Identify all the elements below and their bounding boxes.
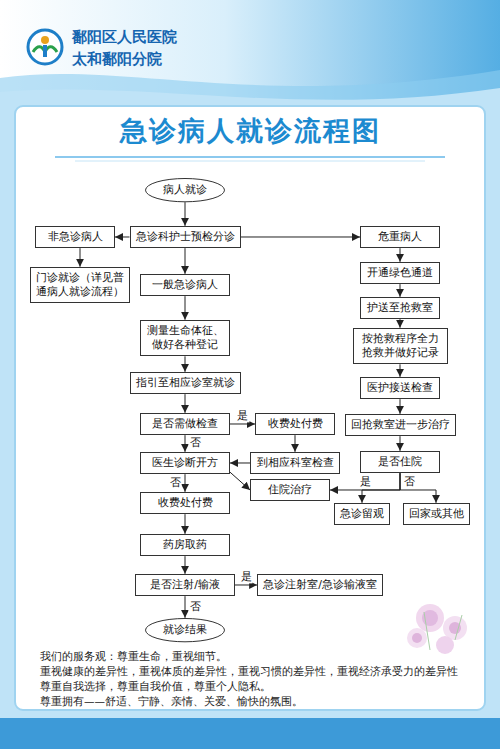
- footer-band: [0, 718, 500, 749]
- flow-arrow: [185, 474, 186, 492]
- flow-arrow: [400, 473, 436, 503]
- process-box: 到相应科室检查: [250, 452, 340, 474]
- edge-label: 是: [240, 570, 253, 583]
- node-text: 是否需做检查: [146, 417, 224, 431]
- process-box: 测量生命体征、做好各种登记: [140, 320, 230, 357]
- flow-arrow: [400, 248, 401, 262]
- node-text: 测量生命体征、做好各种登记: [146, 324, 224, 353]
- flow-arrow: [185, 248, 186, 274]
- terminal-ellipse: 病人就诊: [145, 178, 225, 202]
- flow-arrow: [295, 435, 296, 452]
- node-text: 急诊科护士预检分诊: [136, 230, 235, 244]
- node-text: 是否注射/输液: [141, 578, 229, 592]
- flow-arrow: [80, 248, 81, 267]
- flow-arrow: [235, 584, 257, 585]
- hospital-branch: 太和鄱阳分院: [72, 50, 162, 69]
- edge-label: 是: [359, 475, 372, 488]
- node-text: 危重病人: [366, 230, 434, 244]
- poster-title: 急诊病人就诊流程图: [0, 113, 500, 149]
- service-note: 尊重拥有——舒适、宁静、亲情、关爱、愉快的氛围。: [40, 695, 303, 709]
- process-box: 指引至相应诊室就诊: [130, 372, 241, 394]
- flow-arrow: [230, 462, 250, 463]
- process-box: 是否住院: [360, 451, 440, 473]
- node-text: 门诊就诊（详见普通病人就诊流程）: [36, 271, 124, 300]
- node-text: 急诊注射室/急诊输液室: [263, 578, 377, 592]
- edge-label: 是: [236, 409, 249, 422]
- edge-label: 否: [189, 600, 202, 613]
- process-box: 是否注射/输液: [135, 574, 235, 596]
- process-box: 门诊就诊（详见普通病人就诊流程）: [30, 267, 130, 304]
- service-note: 我们的服务观：尊重生命，重视细节。: [40, 650, 227, 664]
- hospital-name: 鄱阳区人民医院: [72, 28, 177, 47]
- flow-arrow: [185, 394, 186, 413]
- node-text: 一般急诊病人: [146, 278, 224, 292]
- flow-arrow: [241, 236, 361, 237]
- flow-arrow: [185, 202, 186, 226]
- process-box: 是否需做检查: [140, 413, 230, 435]
- process-box: 非急诊病人: [35, 226, 115, 248]
- flow-arrow: [185, 596, 186, 618]
- process-box: 药房取药: [140, 534, 230, 556]
- hospital-logo: [28, 30, 62, 64]
- flow-arrow: [115, 236, 130, 237]
- node-text: 药房取药: [146, 538, 224, 552]
- flow-arrow: [185, 514, 186, 534]
- node-text: 急诊留观: [340, 507, 384, 521]
- flow-arrow: [400, 284, 401, 297]
- process-box: 收费处付费: [255, 413, 335, 435]
- node-text: 收费处付费: [146, 496, 224, 510]
- node-text: 回家或其他: [409, 507, 464, 521]
- edge-label: 否: [169, 476, 182, 489]
- node-text: 就诊结果: [161, 623, 209, 637]
- node-text: 病人就诊: [161, 183, 209, 197]
- flow-arrow: [230, 423, 255, 424]
- process-box: 按抢救程序全力抢救并做好记录: [353, 328, 448, 365]
- node-text: 指引至相应诊室就诊: [136, 376, 235, 390]
- edge-label: 否: [403, 475, 416, 488]
- process-box: 回家或其他: [403, 503, 470, 525]
- node-text: 收费处付费: [261, 417, 329, 431]
- process-box: 收费处付费: [140, 492, 230, 514]
- flow-arrow: [400, 436, 401, 451]
- flow-arrow: [230, 472, 250, 490]
- flow-arrow: [400, 319, 401, 328]
- process-box: 一般急诊病人: [140, 274, 230, 296]
- flow-arrow: [400, 399, 401, 414]
- service-note: 尊重自我选择，尊重自我价值，尊重个人隐私。: [40, 680, 271, 694]
- process-box: 医护接送检查: [360, 377, 440, 399]
- terminal-ellipse: 就诊结果: [145, 618, 225, 642]
- rose-decoration: [407, 604, 467, 654]
- node-text: 按抢救程序全力抢救并做好记录: [359, 332, 442, 361]
- process-box: 急诊科护士预检分诊: [130, 226, 241, 248]
- process-box: 急诊注射室/急诊输液室: [257, 574, 383, 596]
- process-box: 急诊留观: [334, 503, 390, 525]
- flow-arrow: [185, 296, 186, 320]
- node-text: 护送至抢救室: [366, 301, 434, 315]
- node-text: 开通绿色通道: [366, 266, 434, 280]
- flow-arrow: [330, 473, 400, 490]
- process-box: 回抢救室进一步治疗: [345, 414, 456, 436]
- process-box: 护送至抢救室: [360, 297, 440, 319]
- node-text: 非急诊病人: [41, 230, 109, 244]
- edge-label: 否: [189, 437, 202, 450]
- process-box: 医生诊断开方: [140, 452, 230, 474]
- node-text: 医生诊断开方: [146, 456, 224, 470]
- flow-arrow: [185, 435, 186, 452]
- process-box: 住院治疗: [250, 479, 330, 501]
- service-note: 重视健康的差异性，重视体质的差异性，重视习惯的差异性，重视经济承受力的差异性: [40, 665, 458, 679]
- flow-arrow: [185, 556, 186, 574]
- node-text: 医护接送检查: [366, 381, 434, 395]
- node-text: 到相应科室检查: [256, 456, 334, 470]
- process-box: 危重病人: [360, 226, 440, 248]
- node-text: 住院治疗: [256, 483, 324, 497]
- flow-arrow: [185, 356, 186, 372]
- process-box: 开通绿色通道: [360, 262, 440, 284]
- flow-arrow: [400, 364, 401, 377]
- node-text: 回抢救室进一步治疗: [351, 418, 450, 432]
- node-text: 是否住院: [366, 455, 434, 469]
- content-panel: [15, 106, 485, 710]
